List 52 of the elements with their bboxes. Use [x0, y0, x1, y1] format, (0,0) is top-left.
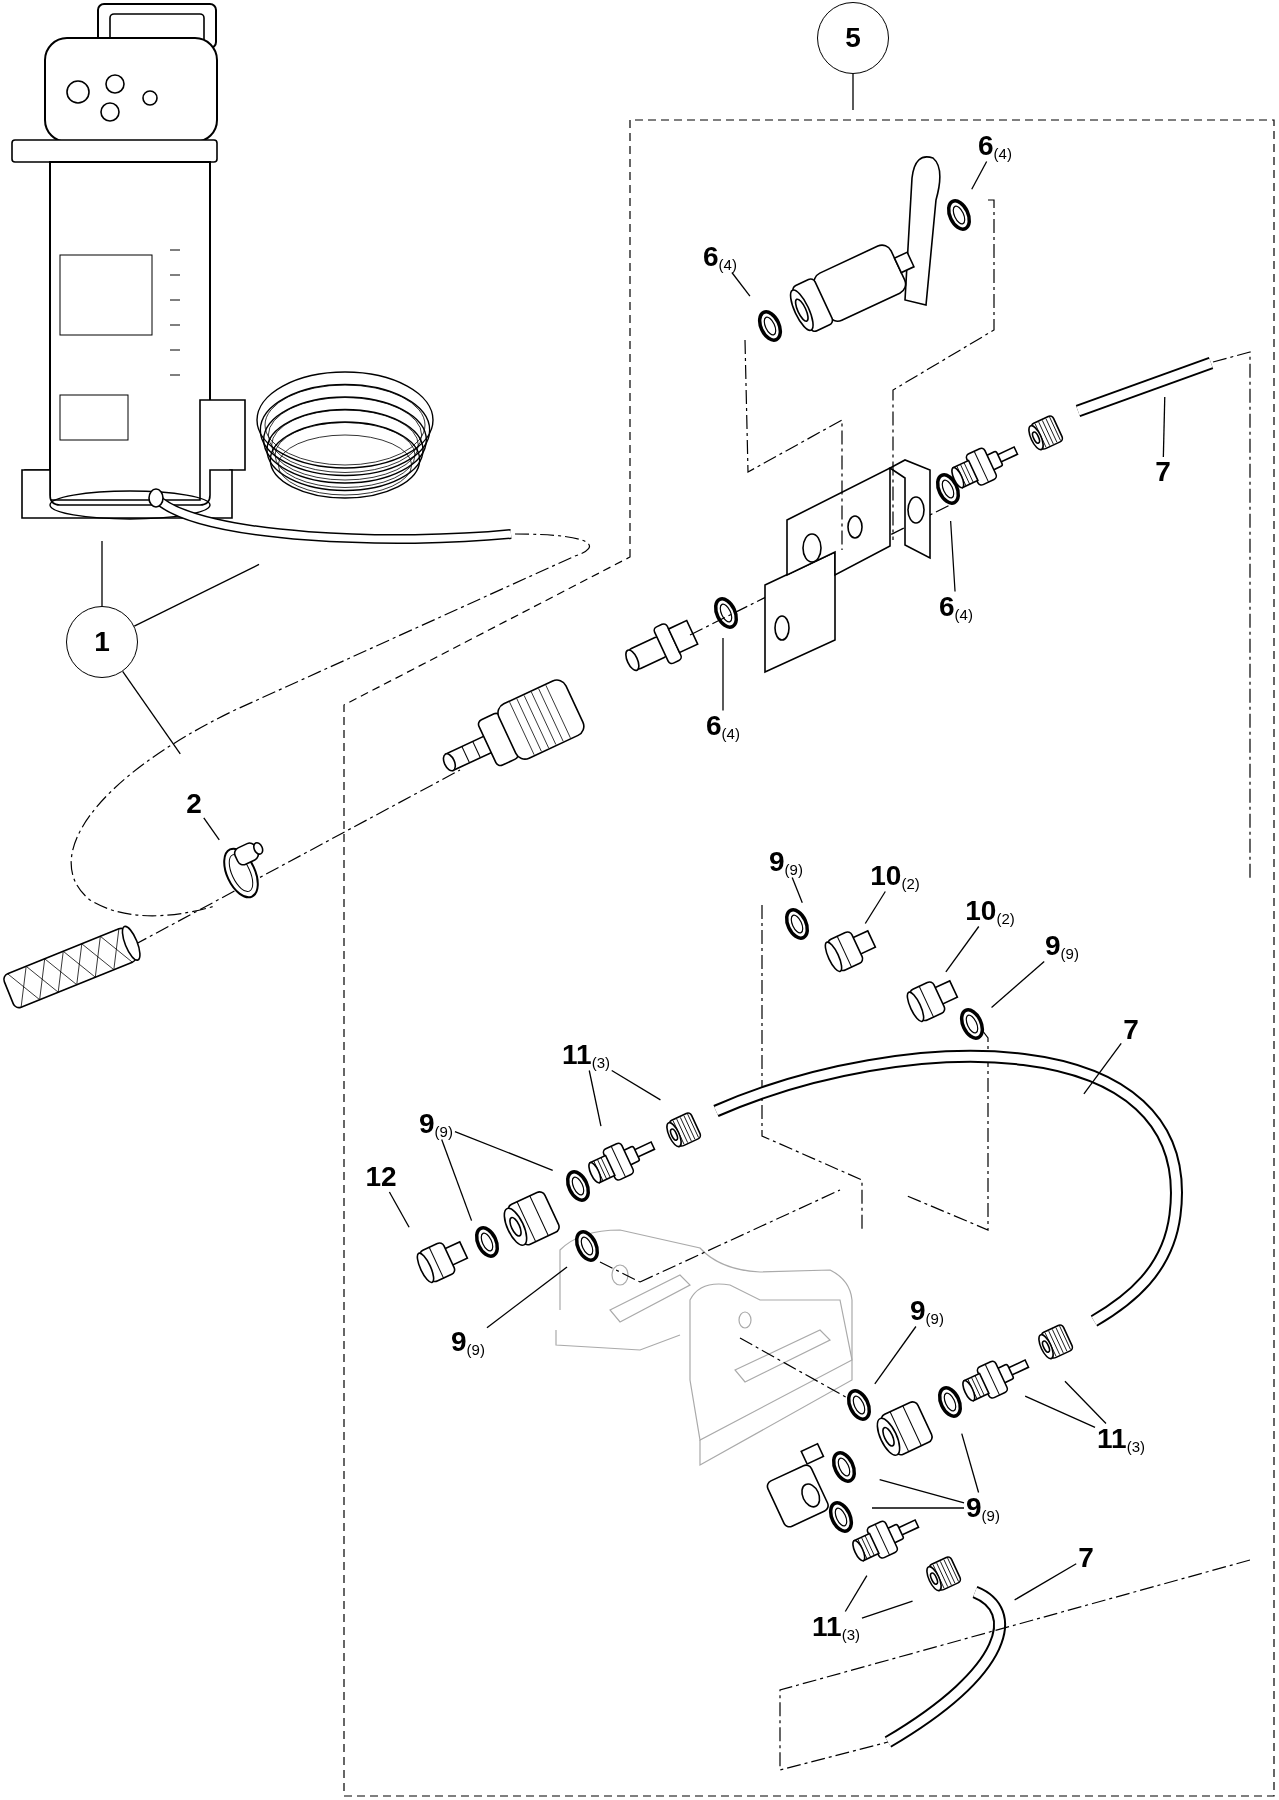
callout-number: 6$_{(4)}$: [704, 710, 742, 742]
callout-number: 9$_{(9)}$: [964, 1492, 1002, 1524]
leader-line: [441, 1138, 473, 1222]
callout-number: 7: [1153, 457, 1173, 487]
callout-circle: 1: [66, 606, 138, 678]
leader-line: [945, 925, 980, 973]
leader-line: [486, 1266, 568, 1329]
callout-number: 10$_{(2)}$: [963, 895, 1017, 927]
leader-line: [388, 1191, 410, 1228]
leader-line: [961, 1432, 980, 1494]
callout-number: 7: [1076, 1543, 1096, 1573]
callout-number: 6$_{(4)}$: [701, 241, 739, 273]
callout-number: 9$_{(9)}$: [767, 846, 805, 878]
callout-number: 6$_{(4)}$: [976, 130, 1014, 162]
callout-number: 6$_{(4)}$: [937, 591, 975, 623]
leader-line: [949, 520, 956, 593]
callout-number: 9$_{(9)}$: [449, 1326, 487, 1358]
leader-line: [879, 1479, 965, 1504]
leader-line: [1162, 396, 1166, 458]
leader-line: [861, 1600, 914, 1619]
callout-number: 10$_{(2)}$: [868, 860, 922, 892]
callout-number: 11$_{(3)}$: [560, 1039, 612, 1071]
callout-number: 9$_{(9)}$: [908, 1295, 946, 1327]
leader-line: [844, 1574, 868, 1613]
leader-line: [1083, 1042, 1122, 1095]
leader-line: [588, 1069, 602, 1127]
leader-line: [1024, 1395, 1096, 1428]
leader-line: [101, 540, 103, 607]
callout-number: 9$_{(9)}$: [1043, 930, 1081, 962]
leader-line: [611, 1069, 662, 1101]
leader-line: [203, 817, 220, 841]
leader-line: [1064, 1380, 1107, 1425]
callout-number: 12: [363, 1162, 399, 1192]
leader-line: [990, 960, 1045, 1009]
leader-line: [871, 1507, 965, 1509]
callout-circle: 5: [817, 2, 889, 74]
leader-line: [722, 637, 724, 712]
leader-line: [874, 1325, 917, 1385]
leader-line: [1013, 1563, 1077, 1601]
callout-number: 7: [1121, 1015, 1141, 1045]
leader-line: [864, 890, 886, 925]
leader-line: [731, 271, 751, 297]
callout-number: 11$_{(3)}$: [810, 1611, 862, 1643]
callout-number: 2: [184, 789, 204, 819]
leader-line: [454, 1130, 554, 1171]
callout-number: 9$_{(9)}$: [417, 1108, 455, 1140]
leader-line: [852, 73, 854, 111]
leader-line: [122, 670, 181, 755]
leader-line: [791, 876, 803, 904]
callout-number: 11$_{(3)}$: [1095, 1423, 1147, 1455]
leader-line: [971, 160, 988, 190]
leader-line: [133, 563, 260, 627]
